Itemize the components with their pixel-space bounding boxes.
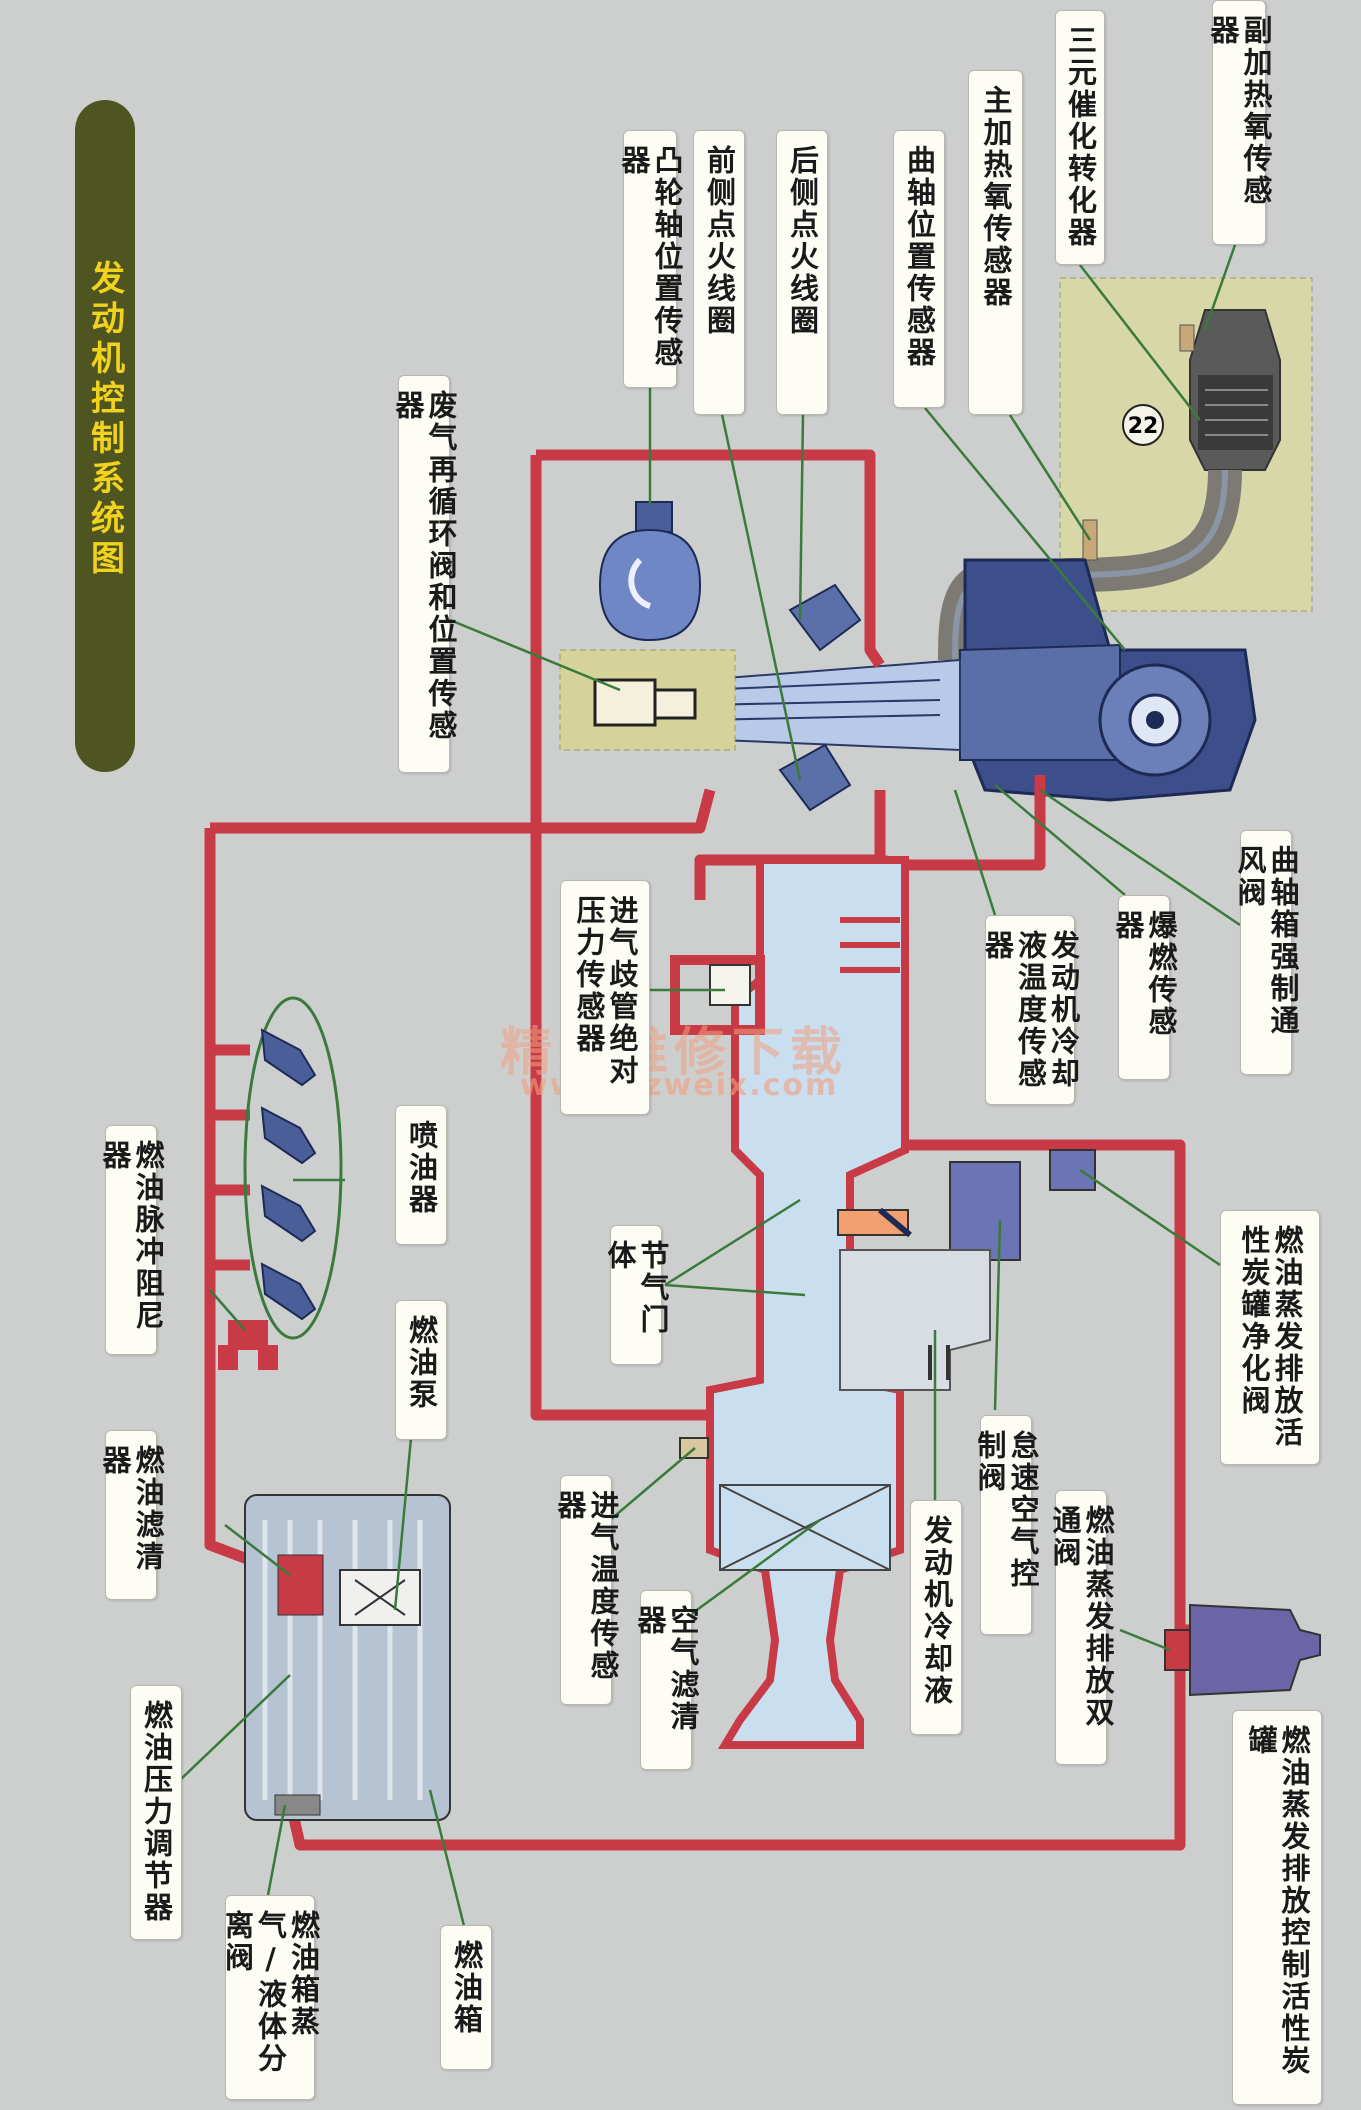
engine-block <box>959 558 1257 802</box>
rear-ignition-coil <box>788 583 862 652</box>
idle-air-control-valve <box>839 1161 1021 1391</box>
label-aux-oxygen-sensor: 副加热氧传感器 <box>1206 0 1273 245</box>
label-engine-coolant: 发动机冷却液 <box>910 1500 962 1735</box>
label-text: 曲轴箱强制通风阀 <box>1233 845 1300 1037</box>
label-evap-two-way-valve: 燃油蒸发排放双通阀 <box>1048 1490 1115 1765</box>
label-idle-air-control-valve: 怠速空气控制阀 <box>973 1415 1040 1635</box>
catalytic-converter: 22 <box>1122 309 1281 471</box>
label-rear-ignition-coil: 后侧点火线圈 <box>776 130 828 415</box>
label-text: 发动机冷却液温度传感器 <box>980 930 1081 1090</box>
circle-tag-22-text: 22 <box>1128 414 1159 439</box>
diagram-title: 发动机控制系统图 <box>75 100 135 772</box>
label-text: 后侧点火线圈 <box>785 145 820 337</box>
label-text: 主加热氧传感器 <box>979 85 1013 309</box>
label-text: 三元催化转化器 <box>1063 25 1098 249</box>
label-crankshaft-position-sensor: 曲轴位置传感器 <box>893 130 945 408</box>
label-evap-canister: 燃油蒸发排放控制活性炭罐 <box>1232 1710 1322 2105</box>
label-fuel-pulse-damper: 燃油脉冲阻尼器 <box>98 1125 165 1355</box>
purge-valve <box>1049 1149 1096 1191</box>
label-text: 喷油器 <box>404 1120 439 1216</box>
label-text: 燃油滤清器 <box>98 1445 165 1573</box>
label-text: 燃油脉冲阻尼器 <box>98 1140 165 1332</box>
label-evap-purge-valve: 燃油蒸发排放活性炭罐净化阀 <box>1220 1210 1320 1465</box>
label-text: 燃油蒸发排放活性炭罐净化阀 <box>1237 1225 1304 1449</box>
intake-path <box>670 856 909 1749</box>
label-text: 燃油蒸发排放控制活性炭罐 <box>1244 1725 1311 2077</box>
circle-tag-22 <box>1122 404 1164 446</box>
label-pcv-valve: 曲轴箱强制通风阀 <box>1233 830 1300 1075</box>
label-text: 进气歧管绝对压力传感器 <box>572 895 639 1087</box>
aux-oxygen-sensor-body <box>1179 324 1195 352</box>
fuel-tank <box>244 1494 451 1821</box>
label-text: 节气门体 <box>603 1240 670 1336</box>
label-injectors: 喷油器 <box>395 1105 447 1245</box>
label-text: 副加热氧传感器 <box>1206 15 1273 207</box>
map-sensor <box>709 964 751 1006</box>
label-text: 曲轴位置传感器 <box>902 145 937 369</box>
fuel-pulse-damper <box>218 1320 278 1370</box>
label-text: 空气滤清器 <box>633 1605 700 1733</box>
label-text: 怠速空气控制阀 <box>973 1430 1040 1590</box>
label-text: 爆燃传感器 <box>1111 910 1178 1038</box>
watermark-cn: 精通维修下载 <box>500 1022 849 1083</box>
injectors <box>243 996 343 1340</box>
egr-valve <box>593 678 697 727</box>
label-vapor-liquid-separator: 燃油箱蒸气/液体分离阀 <box>221 1895 321 2100</box>
label-text: 前侧点火线圈 <box>702 145 737 337</box>
diagram-title-text: 发动机控制系统图 <box>84 260 125 580</box>
label-text: 燃油蒸发排放双通阀 <box>1048 1505 1115 1729</box>
label-fuel-filter: 燃油滤清器 <box>98 1430 165 1600</box>
camshaft-sensor <box>598 501 702 642</box>
label-front-ignition-coil: 前侧点火线圈 <box>693 130 745 415</box>
label-text: 废气再循环阀和位置传感器 <box>391 390 458 742</box>
label-egr-valve-and-position-sensor: 废气再循环阀和位置传感器 <box>391 375 458 773</box>
label-knock-sensor: 爆燃传感器 <box>1111 895 1178 1080</box>
label-three-way-catalyst: 三元催化转化器 <box>1055 10 1105 265</box>
label-map-sensor: 进气歧管绝对压力传感器 <box>560 880 650 1115</box>
label-text: 燃油压力调节器 <box>139 1700 174 1924</box>
label-fuel-pump: 燃油泵 <box>395 1300 447 1440</box>
label-text: 进气温度传感器 <box>553 1490 620 1682</box>
label-camshaft-position-sensor: 凸轮轴位置传感器 <box>617 130 684 388</box>
label-text: 燃油泵 <box>404 1315 439 1411</box>
label-text: 燃油箱 <box>449 1940 484 2036</box>
label-fuel-pressure-regulator: 燃油压力调节器 <box>130 1685 182 1940</box>
label-intake-air-temp-sensor: 进气温度传感器 <box>553 1475 620 1705</box>
label-throttle-body: 节气门体 <box>603 1225 670 1365</box>
label-text: 凸轮轴位置传感器 <box>617 145 684 369</box>
front-ignition-coil <box>778 743 852 812</box>
label-text: 发动机冷却液 <box>919 1515 954 1707</box>
label-text: 燃油箱蒸气/液体分离阀 <box>220 1910 321 2075</box>
throttle-body <box>837 1207 912 1238</box>
label-coolant-temp-sensor: 发动机冷却液温度传感器 <box>981 915 1081 1105</box>
label-main-oxygen-sensor: 主加热氧传感器 <box>968 70 1023 415</box>
label-fuel-tank: 燃油箱 <box>440 1925 492 2070</box>
evap-canister <box>1164 1603 1321 1697</box>
label-air-filter: 空气滤清器 <box>633 1590 700 1770</box>
